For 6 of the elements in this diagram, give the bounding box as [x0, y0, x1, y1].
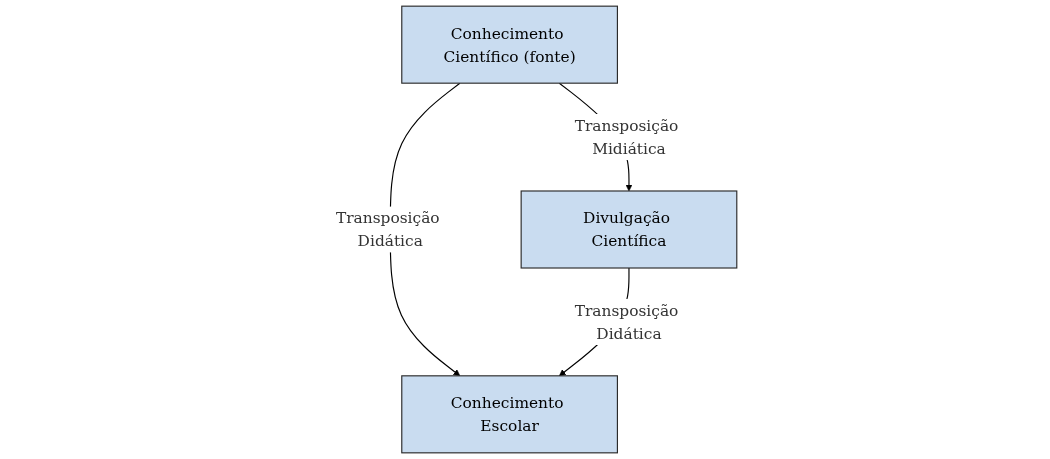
node-box: Conhecimento Científico (fonte)	[401, 5, 618, 84]
edge-label: Transposição Didática	[335, 208, 440, 251]
node-box: Divulgação Científica	[520, 190, 738, 269]
edge-label: Transposição Didática	[574, 301, 679, 343]
edge-label: Transposição Midiática	[574, 116, 679, 158]
node-box: Conhecimento Escolar	[401, 375, 618, 454]
